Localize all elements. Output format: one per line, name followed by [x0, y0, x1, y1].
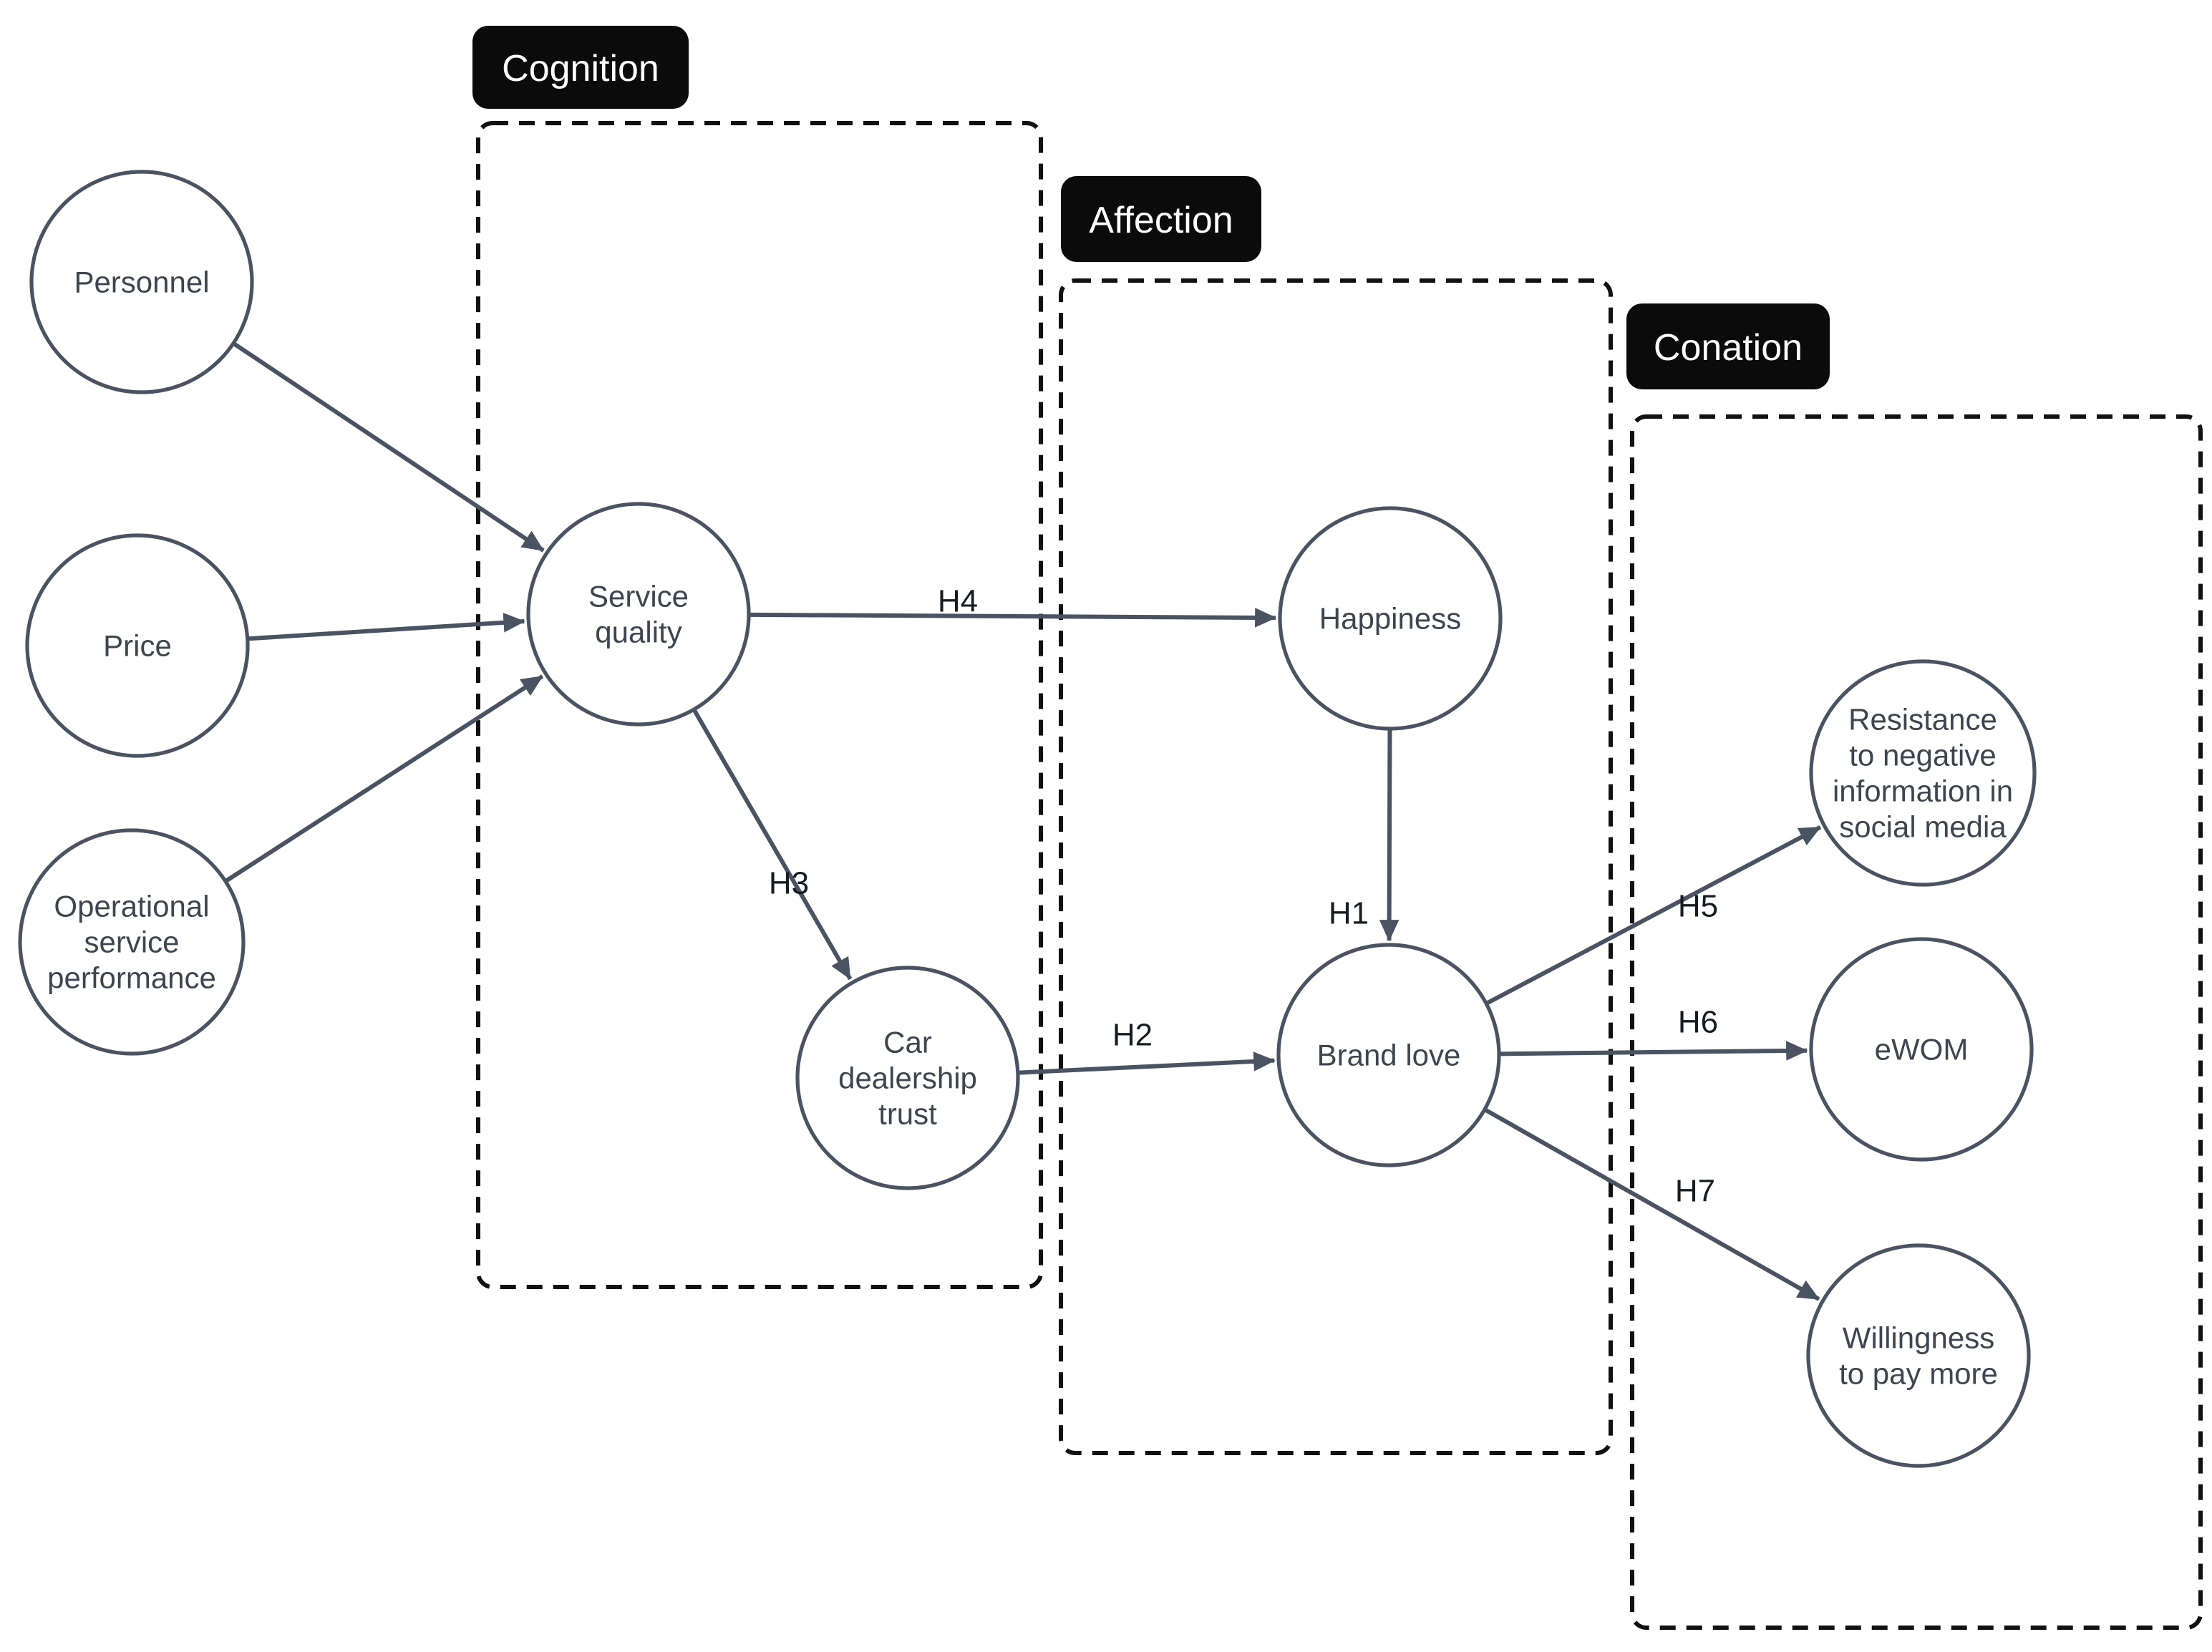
edge-label-h1: H1: [1329, 896, 1369, 931]
node-label-happiness: Happiness: [1319, 602, 1461, 636]
edge-label-h4: H4: [938, 584, 978, 619]
chip-label-affection: Affection: [1089, 200, 1233, 241]
group-box-cognition: [476, 121, 1043, 1289]
edge-h2: [1019, 1051, 1276, 1075]
edge-h5: [1486, 825, 1822, 1005]
chip-label-conation: Conation: [1654, 327, 1803, 369]
node-circle-operational-service-performance: [18, 828, 246, 1056]
node-circle-price: [25, 533, 250, 758]
group-box-affection: [1059, 278, 1613, 1455]
edge-label-h6: H6: [1678, 1005, 1718, 1040]
edge-label-h2: H2: [1112, 1018, 1153, 1053]
node-circle-ewom: [1809, 937, 2034, 1162]
chip-cognition: [472, 26, 689, 109]
node-circle-service-quality: [526, 502, 751, 727]
edge-h3: [692, 709, 853, 981]
edge-h7: [1485, 1108, 1820, 1301]
node-label-brand-love: Brand love: [1317, 1039, 1461, 1072]
chip-conation: [1626, 303, 1830, 389]
edge-label-h7: H7: [1675, 1174, 1715, 1209]
edge-h1: [1379, 729, 1400, 942]
node-label-ewom: eWOM: [1875, 1033, 1969, 1066]
edge-personnel-to-service-quality: [233, 342, 545, 553]
node-circle-personnel: [29, 170, 254, 394]
edge-price-to-service-quality: [248, 613, 525, 641]
edge-operational-service-performance-to-service-quality: [225, 674, 544, 883]
chip-label-cognition: Cognition: [502, 48, 659, 89]
node-circle-willingness-to-pay-more: [1806, 1243, 2031, 1468]
node-circle-resistance-to-negative-information-in-social-media: [1809, 659, 2037, 887]
edge-h4: [750, 608, 1277, 628]
node-circle-happiness: [1278, 506, 1503, 731]
group-box-conation: [1630, 414, 2203, 1630]
edge-label-h3: H3: [769, 866, 809, 901]
node-circle-car-dealership-trust: [795, 966, 1020, 1190]
edge-label-h5: H5: [1678, 889, 1718, 924]
node-circle-brand-love: [1276, 943, 1501, 1167]
edge-h6: [1500, 1041, 1808, 1061]
node-label-personnel: Personnel: [74, 266, 209, 299]
group-boxes-layer: [476, 121, 2203, 1630]
chip-affection: [1061, 176, 1261, 262]
node-label-price: Price: [103, 629, 172, 663]
